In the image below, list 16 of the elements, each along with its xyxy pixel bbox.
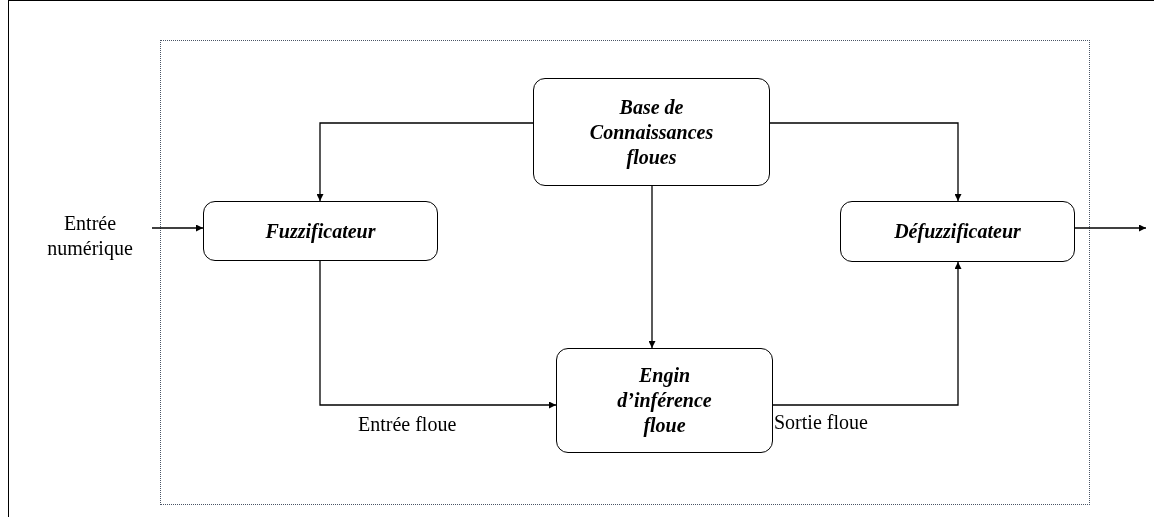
box-label: Base de Connaissances floues xyxy=(588,94,715,170)
arrow xyxy=(769,122,962,202)
input-label: Entrée numérique xyxy=(28,208,152,264)
arrow xyxy=(772,261,962,406)
box-label: Engin d’inférence floue xyxy=(616,363,713,438)
arrow xyxy=(151,224,204,232)
process-box xyxy=(556,348,773,453)
box-label: Défuzzificateur xyxy=(893,219,1022,244)
process-box xyxy=(840,201,1075,262)
arrow xyxy=(648,185,656,349)
box-label: Fuzzificateur xyxy=(264,218,377,244)
arrow xyxy=(316,122,534,202)
process-box xyxy=(533,78,770,186)
arrow xyxy=(1074,224,1147,232)
arrow xyxy=(319,260,557,409)
process-box xyxy=(203,201,438,261)
